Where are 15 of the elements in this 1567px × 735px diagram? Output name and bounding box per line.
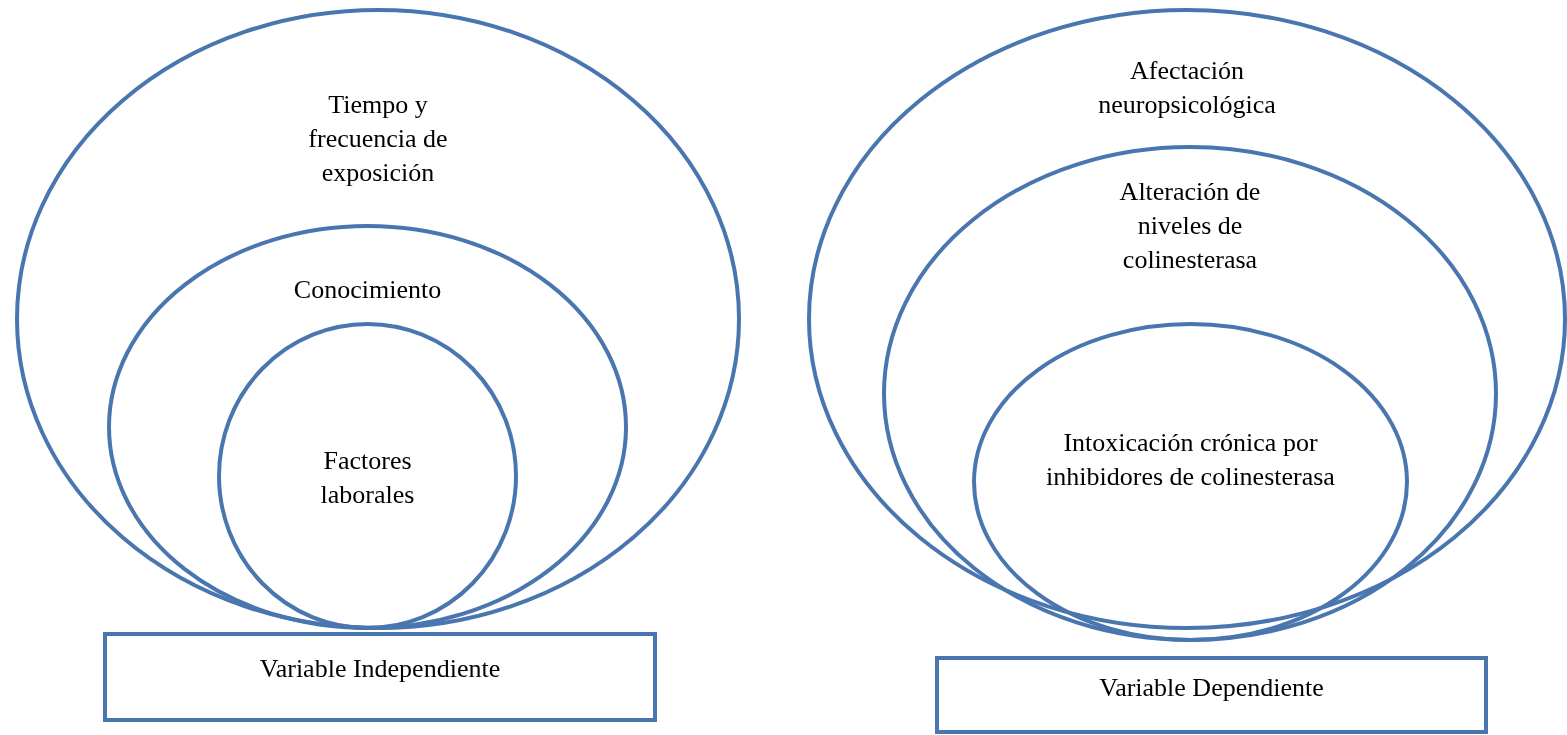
ellipse-node [882,145,1498,642]
node-label: Conocimiento [292,274,443,306]
node-label: Afectación neuropsicológica [1097,55,1277,121]
node-label: Alteración de niveles de colinesterasa [1118,176,1262,276]
node-label: Variable Dependiente [1098,672,1325,704]
ellipse-node [107,224,628,630]
ellipse-node [15,8,741,630]
label-box [103,632,657,722]
label-box [935,656,1488,734]
node-label: Intoxicación crónica por inhibidores de colinesterasa [1045,427,1336,493]
ellipse-node [217,322,518,630]
ellipse-node [972,322,1409,642]
node-label: Tiempo y frecuencia de exposición [307,89,449,189]
node-label: Variable Independiente [258,653,502,685]
node-label: Factores laborales [319,445,416,511]
